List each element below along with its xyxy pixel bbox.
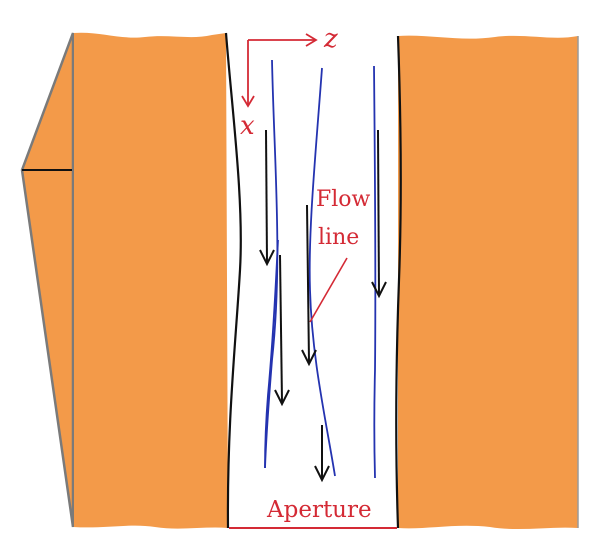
flow-line-1 (264, 59, 279, 469)
flow-arrow (259, 129, 275, 267)
flow-arrow (314, 425, 330, 483)
flow-line-pointer (309, 257, 348, 323)
flow-line-4 (264, 239, 279, 469)
right-rock-block (398, 35, 578, 530)
z-axis-label: z (323, 24, 338, 54)
rock-side-face (20, 32, 75, 528)
left-rock-block (73, 32, 228, 529)
left-fracture-wall (224, 32, 242, 529)
flow-line-2 (308, 67, 336, 477)
x-axis-label: x (240, 111, 255, 141)
coordinate-axes (241, 33, 318, 108)
flow-line-3 (373, 65, 377, 479)
flow-arrows (259, 129, 387, 483)
aperture-label: Aperture (266, 497, 372, 523)
right-fracture-wall (395, 35, 402, 529)
flow-line-label-2: line (318, 225, 359, 250)
flow-arrow (274, 254, 290, 407)
flow-lines (264, 59, 377, 479)
flow-arrow (301, 204, 317, 367)
flow-line-label-1: Flow (316, 187, 371, 212)
flow-arrow (371, 129, 387, 299)
